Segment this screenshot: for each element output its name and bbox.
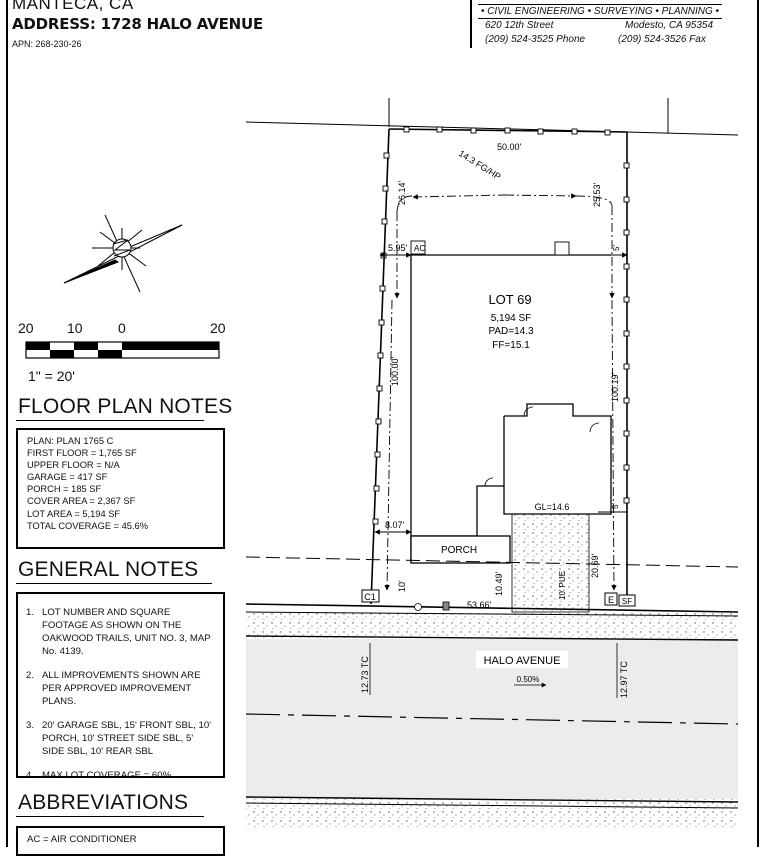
garage-setback: 20.69' [590,553,600,578]
top-of-curb-right: 12.97 TC [619,661,629,698]
general-note-number: 1. [26,607,35,618]
general-note-item: 2. ALL IMPROVEMENTS SHOWN ARE PER APPROVE… [18,669,217,708]
porch-label: PORCH [441,545,477,556]
general-note-item: 4. MAX LOT COVERAGE = 60% [18,769,217,782]
street-name-plate [476,651,568,668]
general-notes-title: GENERAL NOTES [18,558,199,581]
c1-tag [361,589,380,603]
halo-avenue-street [245,603,739,829]
frame-left-border [6,0,8,847]
frame-right-border [757,0,759,847]
general-note-text: MAX LOT COVERAGE = 60% [42,770,172,781]
side-setback-right-top: 5' [612,245,621,251]
setback-lines [374,252,628,535]
fp-note-line: PLAN: PLAN 1765 C [27,436,114,446]
c1-label: C1 [364,592,376,602]
sf-label: SF [622,597,632,606]
floor-plan-notes-underline [16,420,204,421]
general-note-number: 3. [26,720,35,731]
rear-setback-left: 26.14' [397,180,407,205]
scale-label-20-left: 20 [18,320,34,336]
finished-floor: FF=15.1 [492,340,530,351]
scale-label-0: 0 [118,320,126,336]
floor-plan-notes-title: FLOOR PLAN NOTES [18,395,233,418]
floor-plan-notes-box: PLAN: PLAN 1765 C FIRST FLOOR = 1,765 SF… [16,428,225,549]
north-arrow-and-scale [25,214,220,359]
general-notes-underline [16,583,212,584]
firm-city: Modesto, CA 95354 [625,20,714,31]
frontage-dimension: 53.66' [467,600,492,610]
sf-tag [618,594,636,607]
porch-setback: 8.07' [385,520,405,530]
fp-note-line: UPPER FLOOR = N/A [27,460,120,471]
ac-pad [554,241,570,256]
rear-setback-right: 25.53' [592,182,602,207]
fp-note-line: PORCH = 185 SF [27,484,102,495]
firm-tagline: • CIVIL ENGINEERING • SURVEYING • PLANNI… [478,4,722,19]
abbreviations-title: ABBREVIATIONS [18,791,189,814]
fp-note-line: TOTAL COVERAGE = 45.6% [27,520,148,531]
pue-line [245,556,739,568]
fp-note-line: GARAGE = 417 SF [27,472,108,483]
general-note-number: 4. [26,770,35,781]
abbreviations-underline [16,816,204,817]
utility-marks [414,601,450,611]
scale-label-20-right: 20 [210,320,226,336]
general-note-text: 20' GARAGE SBL, 15' FRONT SBL, 10' PORCH… [42,720,212,757]
street-slope: 0.50% [517,675,540,684]
lot-depth-right: 100.19' [610,372,620,402]
e-label: E [608,595,614,605]
address-heading: ADDRESS: 1728 HALO AVENUE [12,15,264,33]
scale-ratio: 1" = 20' [28,368,75,384]
general-note-number: 2. [26,670,35,681]
pue-label: 10' PUE [558,571,567,600]
firm-fax: (209) 524-3526 Fax [618,34,706,45]
drainage-flow-lines [384,193,617,591]
fp-note-line: LOT AREA = 5,194 SF [27,508,121,519]
fg-hp-label: 14.3 FG/HP [457,148,503,182]
fp-note-line: COVER AREA = 2,367 SF [27,496,136,507]
ac-label: AC [414,244,425,253]
pad-elevation: PAD=14.3 [488,326,534,337]
general-note-item: 1. LOT NUMBER AND SQUARE FOOTAGE AS SHOWN… [18,606,217,658]
firm-phone: (209) 524-3525 Phone [485,34,586,45]
lot-depth-left: 100.00' [390,356,400,386]
general-note-text: ALL IMPROVEMENTS SHOWN ARE PER APPROVED … [42,670,201,707]
front-setback: 10' [397,580,407,592]
fp-note-line: FIRST FLOOR = 1,765 SF [27,448,137,459]
scale-label-10: 10 [67,320,83,336]
firm-street: 620 12th Street [485,20,554,31]
city-heading: MANTECA, CA [12,0,134,13]
north-arrow-icon [63,214,183,293]
rear-dimension: 50.00' [497,142,522,152]
general-notes-box: 1. LOT NUMBER AND SQUARE FOOTAGE AS SHOWN… [16,592,225,781]
apn-label: APN: 268-230-26 [12,39,82,49]
scale-bar [25,341,220,359]
rear-neighbor-line [245,121,739,136]
e-tag [604,592,618,606]
lot-number: LOT 69 [488,292,531,307]
door-swings [484,406,600,487]
street-name: HALO AVENUE [484,655,561,667]
title-block-divider [470,0,472,48]
abbreviation-line: AC = AIR CONDITIONER [27,834,137,845]
garage-level: GL=14.6 [535,502,570,512]
general-note-text: LOT NUMBER AND SQUARE FOOTAGE AS SHOWN O… [42,607,211,657]
ac-tag-box [410,240,426,255]
lot-area: 5,194 SF [491,313,532,324]
general-note-item: 3. 20' GARAGE SBL, 15' FRONT SBL, 10' POR… [18,719,217,758]
side-setback-right-mid: 5' [611,503,620,509]
general-notes-list: 1. LOT NUMBER AND SQUARE FOOTAGE AS SHOWN… [18,606,217,782]
side-setback-left: 5.95' [388,243,408,253]
porch-front-setback: 10.49' [494,571,504,596]
top-of-curb-left: 12.73 TC [360,656,370,693]
